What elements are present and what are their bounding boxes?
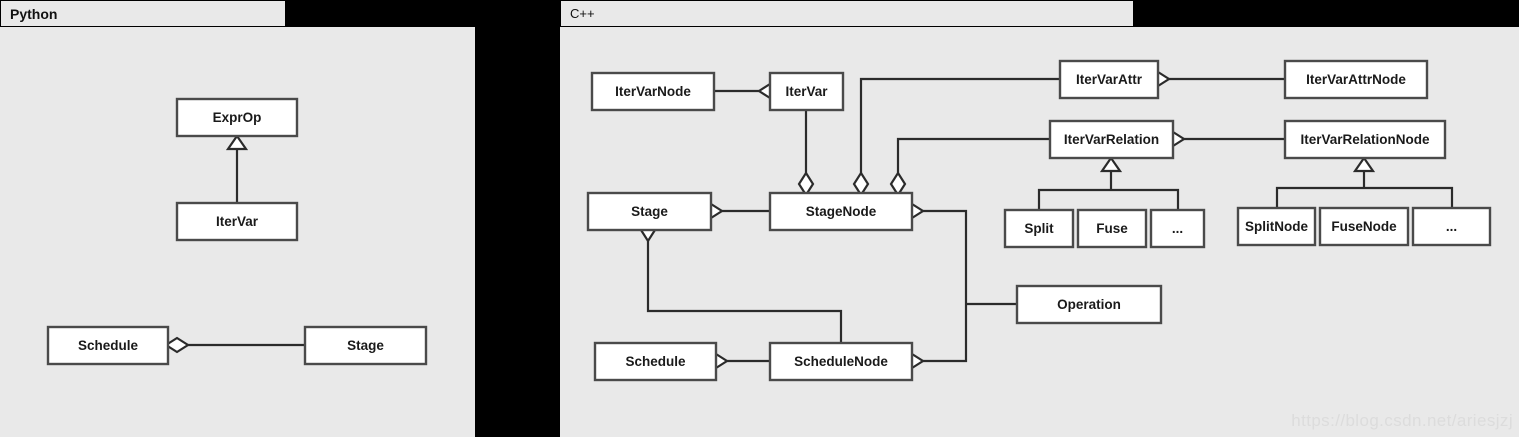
uml-class-label: SplitNode — [1245, 219, 1308, 234]
uml-class-box — [1058, 59, 1160, 100]
uml-class-box — [1283, 119, 1447, 160]
tab-python-label: Python — [10, 5, 58, 22]
uml-class-label: Stage — [347, 338, 384, 353]
uml-class-box — [1015, 284, 1163, 325]
uml-class-label: ScheduleNode — [794, 354, 888, 369]
uml-class-label: IterVar — [216, 214, 259, 229]
connector-IterVarRelation — [896, 137, 1050, 175]
aggregation-diamond — [163, 336, 191, 354]
uml-class-box — [768, 71, 845, 112]
aggregation-diamond — [889, 170, 907, 198]
inheritance-arrow — [1352, 156, 1376, 173]
uml-class-label: Operation — [1057, 297, 1121, 312]
uml-class-label: Fuse — [1096, 221, 1128, 236]
uml-class-label: FuseNode — [1331, 219, 1397, 234]
uml-class-Split[interactable]: Split — [1003, 208, 1075, 249]
relation-aggregation-IterVarRelation — [889, 137, 1050, 198]
uml-class-FuseNode[interactable]: FuseNode — [1318, 206, 1410, 247]
relation-aggregation-IterVarAttr — [852, 77, 1060, 198]
uml-class-Schedule[interactable]: Schedule — [46, 325, 170, 366]
uml-class-IterVarAttr[interactable]: IterVarAttr — [1058, 59, 1160, 100]
uml-class-RelDots[interactable]: ... — [1149, 208, 1206, 249]
uml-class-ExprOp[interactable]: ExprOp — [175, 97, 299, 138]
relation-inheritance-Split-Fuse-RelDots — [1037, 156, 1180, 210]
uml-class-box — [768, 341, 914, 382]
uml-class-IterVarAttrNode[interactable]: IterVarAttrNode — [1283, 59, 1429, 100]
uml-class-label: ... — [1172, 221, 1183, 236]
uml-class-ScheduleNode[interactable]: ScheduleNode — [768, 341, 914, 382]
uml-class-box — [46, 325, 170, 366]
connector-IterVarAttr — [859, 77, 1060, 175]
uml-class-Schedule[interactable]: Schedule — [593, 341, 718, 382]
uml-class-Operation[interactable]: Operation — [1015, 284, 1163, 325]
relation-aggregation-IterVar — [797, 110, 815, 198]
relation-inheritance-IterVar — [225, 134, 249, 203]
relation-aggregation-IterVarRelation — [1159, 130, 1285, 148]
inheritance-arrow — [225, 134, 249, 151]
inheritance-arrow — [1099, 156, 1123, 173]
uml-class-box — [586, 191, 713, 232]
connector-StageNode,ScheduleNode — [922, 209, 968, 363]
uml-class-SplitNode[interactable]: SplitNode — [1236, 206, 1317, 247]
tab-python[interactable]: Python — [0, 0, 286, 27]
uml-class-box — [175, 97, 299, 138]
uml-class-label: IterVarAttrNode — [1306, 72, 1406, 87]
connector-Split,Fuse,RelDots — [1037, 188, 1180, 210]
connector-Stage — [646, 239, 843, 343]
connector-SplitNode,FuseNode,RelNodeDots — [1275, 186, 1454, 208]
uml-class-label: Schedule — [78, 338, 139, 353]
uml-class-IterVar[interactable]: IterVar — [768, 71, 845, 112]
uml-class-RelNodeDots[interactable]: ... — [1411, 206, 1492, 247]
uml-class-IterVarRelation[interactable]: IterVarRelation — [1048, 119, 1175, 160]
uml-class-label: IterVarAttr — [1076, 72, 1143, 87]
uml-class-StageNode[interactable]: StageNode — [768, 191, 914, 232]
uml-class-label: Schedule — [625, 354, 686, 369]
uml-class-box — [1283, 59, 1429, 100]
uml-class-label: ExprOp — [213, 110, 262, 125]
uml-class-box — [1149, 208, 1206, 249]
uml-class-label: Stage — [631, 204, 668, 219]
uml-class-box — [1411, 206, 1492, 247]
uml-class-box — [303, 325, 428, 366]
uml-class-box — [1318, 206, 1410, 247]
uml-class-box — [768, 191, 914, 232]
uml-class-box — [175, 201, 299, 242]
uml-class-box — [593, 341, 718, 382]
uml-class-Stage[interactable]: Stage — [586, 191, 713, 232]
uml-class-box — [1048, 119, 1175, 160]
tab-cpp[interactable]: C++ — [560, 0, 1134, 27]
tab-cpp-label: C++ — [570, 6, 595, 21]
relation-aggregation-Schedule — [163, 336, 305, 354]
relation-aggregation-Stage — [639, 216, 843, 343]
uml-class-label: IterVarRelation — [1064, 132, 1159, 147]
relation-aggregation-IterVarAttr — [1144, 70, 1285, 88]
relation-aggregation-shared-StageNode-ScheduleNode — [898, 202, 1017, 370]
uml-class-Stage[interactable]: Stage — [303, 325, 428, 366]
uml-class-label: Split — [1024, 221, 1054, 236]
uml-class-box — [590, 71, 716, 112]
uml-class-IterVarNode[interactable]: IterVarNode — [590, 71, 716, 112]
uml-class-IterVarRelationNode[interactable]: IterVarRelationNode — [1283, 119, 1447, 160]
uml-class-label: IterVarRelationNode — [1300, 132, 1430, 147]
uml-class-IterVar[interactable]: IterVar — [175, 201, 299, 242]
aggregation-diamond — [852, 170, 870, 198]
uml-class-Fuse[interactable]: Fuse — [1076, 208, 1148, 249]
uml-class-box — [1003, 208, 1075, 249]
uml-class-label: StageNode — [806, 204, 877, 219]
uml-class-label: ... — [1446, 219, 1457, 234]
uml-class-box — [1076, 208, 1148, 249]
uml-class-box — [1236, 206, 1317, 247]
uml-class-label: IterVar — [785, 84, 828, 99]
relation-inheritance-SplitNode-FuseNode-RelNodeDots — [1275, 156, 1454, 208]
uml-class-label: IterVarNode — [615, 84, 691, 99]
aggregation-diamond — [797, 170, 815, 198]
